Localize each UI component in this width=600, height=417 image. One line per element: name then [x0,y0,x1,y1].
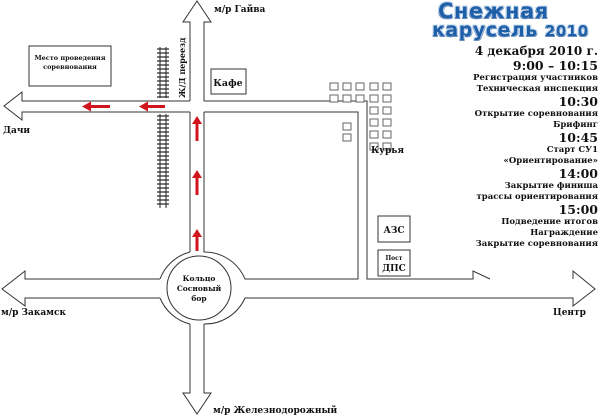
railway-label: Ж/Д переезд [177,37,187,98]
schedule-time: 10:30 [558,94,598,109]
house-icon [329,94,339,103]
district-label: Курья [371,146,404,156]
house-icon [342,133,352,142]
route-arrow-left [139,101,165,112]
house-icon [369,106,379,115]
direction-north-label: м/р Гайва [214,4,266,15]
event-logo: Снежная карусель 2010 [432,0,600,41]
house-icon [382,94,392,103]
roundabout-label-2: Сосновый [177,284,222,293]
road-block-inner [203,111,359,280]
schedule-item: Подведение итогов [501,217,598,227]
road-dachi [3,90,190,122]
schedule-item: Награждение [530,228,598,238]
schedule-item: Старт СУ1 [546,145,598,155]
schedule-item: Закрытие соревнования [475,239,598,249]
house-icon [342,82,352,91]
cafe-box [210,68,247,95]
logo-line-1: Снежная [438,0,549,23]
schedule-time: 14:00 [558,166,598,181]
schedule-item: Открытие соревнования [474,109,598,119]
house-icon [369,142,379,151]
route-arrows [82,101,202,251]
roundabout-label: Кольцо [183,274,216,283]
schedule-item: Брифинг [553,120,598,130]
venue-label-2: соревнования [43,63,97,71]
logo-line-2: карусель 2010 [432,21,600,41]
road-center [245,269,596,308]
cafe-label: Кафе [213,78,242,89]
schedule-time: 9:00 – 10:15 [512,58,598,73]
gas-station-label: АЗС [384,226,405,236]
house-icon [355,94,365,103]
direction-zakamsk-label: м/р Закамск [1,308,66,318]
schedule-item: Техническая инспекция [476,84,598,94]
route-arrow-up [192,116,202,141]
house-icon [382,118,392,127]
house-icon [342,94,352,103]
roundabout-outer-nw [159,251,191,280]
route-arrow-left [82,101,110,112]
railway-icon [157,47,169,208]
logo-word-2: карусель [432,19,538,41]
house-icon [355,82,365,91]
house-icon [369,118,379,127]
venue-box [28,45,112,87]
police-post-box [377,249,411,277]
schedule-item: «Ориентирование» [503,156,598,166]
road-south [182,324,212,415]
police-post-label: Пост [385,255,402,262]
house-icon [329,82,339,91]
direction-center-label: Центр [553,308,586,318]
road-zakamsk [1,269,160,307]
house-icon [369,94,379,103]
house-icon [382,106,392,115]
schedule-time: 15:00 [558,202,598,217]
police-post-label-2: ДПС [382,264,406,274]
roundabout-outer-sw [159,297,191,325]
venue-label: Место проведения [34,54,105,62]
house-icon [382,142,392,151]
road-north [182,0,212,101]
schedule-item: трассы ориентирования [476,192,599,202]
direction-dachi-label: Дачи [3,126,30,136]
road-kurya-outer [204,100,491,280]
route-arrow-up [192,170,202,195]
house-icon [342,122,352,131]
route-arrow-up [192,229,202,251]
direction-south-label: м/р Железнодорожный [213,405,337,416]
schedule-item: Закрытие финиша [504,181,598,191]
roundabout-island [166,255,232,321]
house-icon [382,82,392,91]
schedule-date: 4 декабря 2010 г. [474,44,598,58]
schedule-item: Регистрация участников [473,73,598,83]
house-icon [382,130,392,139]
house-icon [369,82,379,91]
schedule-time: 10:45 [558,130,598,145]
roundabout-label-3: бор [191,294,206,303]
houses-group [329,82,392,151]
house-icon [369,130,379,139]
gas-station-box [377,215,411,243]
logo-year: 2010 [544,22,589,40]
roundabout-outer-se [203,297,246,325]
